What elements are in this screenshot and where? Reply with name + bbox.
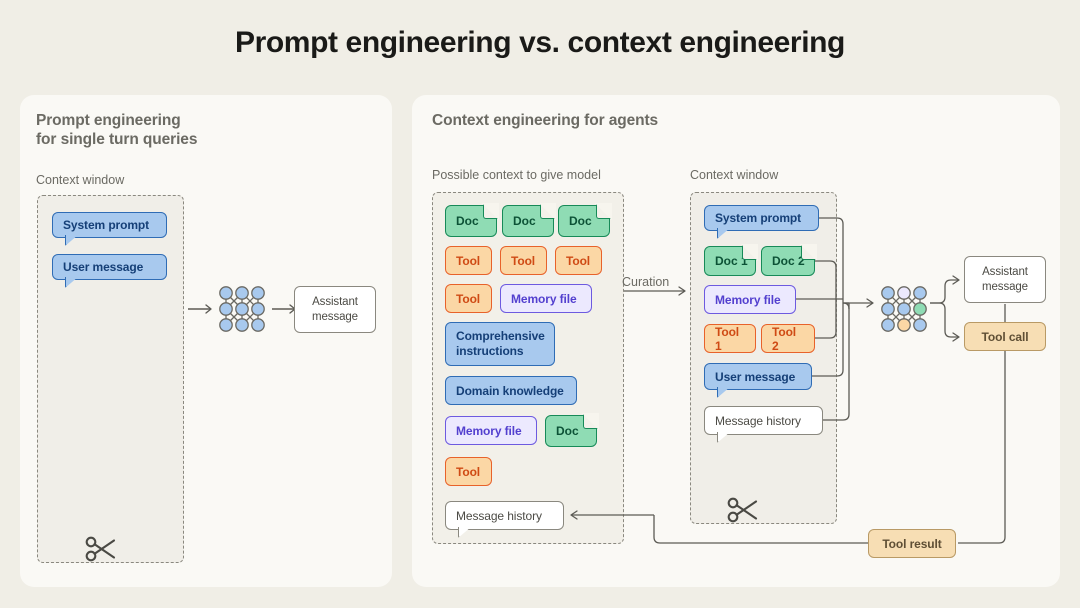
left-box-user-message[interactable]: User message	[52, 254, 167, 280]
ctx-item-doc-1[interactable]: Doc 1	[704, 243, 758, 276]
neural-network-icon	[878, 283, 930, 335]
ctx-item-memory-file-label: Memory file	[715, 292, 781, 307]
tool-result-box[interactable]: Tool result	[868, 529, 956, 558]
ctx-item-user-message-label: User message	[715, 369, 796, 384]
possible-item-tool-5[interactable]: Tool	[445, 457, 492, 486]
possible-context-window	[432, 192, 624, 544]
left-assistant-message-box[interactable]: Assistant message	[294, 286, 376, 333]
ctx-item-tool-1[interactable]: Tool 1	[704, 324, 756, 353]
ctx-item-user-message[interactable]: User message	[704, 363, 812, 390]
left-context-window-label: Context window	[36, 173, 125, 187]
left-panel-title: Prompt engineering for single turn queri…	[36, 112, 198, 148]
scissors-icon	[725, 493, 765, 532]
ctx-item-tool-2-label: Tool 2	[772, 324, 797, 353]
possible-context-label: Possible context to give model	[432, 168, 601, 182]
doc-fold-corner-icon	[538, 202, 556, 220]
possible-item-memory-file-2-label: Memory file	[456, 423, 522, 438]
right-assistant-message-box[interactable]: Assistant message	[964, 256, 1046, 303]
possible-item-tool-5-label: Tool	[456, 464, 481, 479]
doc-fold-corner-icon	[581, 412, 599, 430]
ctx-item-system-prompt-label: System prompt	[715, 211, 802, 225]
right-context-window-label: Context window	[690, 168, 779, 182]
possible-item-tool-3[interactable]: Tool	[555, 246, 602, 275]
doc-fold-corner-icon	[740, 243, 758, 261]
ctx-item-tool-1-label: Tool 1	[715, 324, 740, 353]
possible-item-message-history-label: Message history	[456, 508, 542, 523]
tool-result-label: Tool result	[882, 536, 942, 551]
possible-item-doc-3-label: Doc	[569, 214, 592, 228]
doc-fold-corner-icon	[594, 202, 612, 220]
possible-item-doc-4[interactable]: Doc	[545, 412, 599, 447]
ctx-item-system-prompt[interactable]: System prompt	[704, 205, 819, 231]
possible-item-domain-knowledge[interactable]: Domain knowledge	[445, 376, 577, 405]
possible-item-tool-4[interactable]: Tool	[445, 284, 492, 313]
possible-item-message-history[interactable]: Message history	[445, 501, 564, 530]
scissors-icon	[83, 532, 123, 571]
tool-call-box[interactable]: Tool call	[964, 322, 1046, 351]
ctx-item-message-history-label: Message history	[715, 413, 801, 428]
possible-item-doc-1-label: Doc	[456, 214, 479, 228]
prompt-engineering-panel: Prompt engineering for single turn queri…	[20, 95, 392, 587]
context-engineering-panel: Context engineering for agents Possible …	[412, 95, 1060, 587]
curation-label: Curation	[622, 275, 670, 289]
tool-call-label: Tool call	[981, 329, 1029, 344]
possible-item-tool-3-label: Tool	[566, 253, 591, 268]
possible-item-comprehensive-instructions[interactable]: Comprehensive instructions	[445, 322, 555, 366]
possible-item-tool-1-label: Tool	[456, 253, 481, 268]
possible-item-memory-file-2[interactable]: Memory file	[445, 416, 537, 445]
right-context-window	[690, 192, 837, 524]
possible-item-comprehensive-instructions-label: Comprehensive instructions	[456, 329, 545, 358]
page-title: Prompt engineering vs. context engineeri…	[235, 26, 845, 59]
possible-item-doc-3[interactable]: Doc	[558, 202, 612, 237]
possible-item-doc-2-label: Doc	[513, 214, 536, 228]
ctx-item-memory-file[interactable]: Memory file	[704, 285, 796, 314]
ctx-item-message-history[interactable]: Message history	[704, 406, 823, 435]
ctx-item-doc-2-label: Doc 2	[772, 254, 805, 268]
possible-item-tool-2[interactable]: Tool	[500, 246, 547, 275]
left-assistant-message-label: Assistant message	[312, 295, 358, 323]
left-context-window	[37, 195, 184, 563]
possible-item-memory-file-1[interactable]: Memory file	[500, 284, 592, 313]
ctx-item-doc-2[interactable]: Doc 2	[761, 243, 817, 276]
possible-item-domain-knowledge-label: Domain knowledge	[456, 383, 564, 398]
right-assistant-message-label: Assistant message	[982, 265, 1028, 293]
left-box-system-prompt[interactable]: System prompt	[52, 212, 167, 238]
neural-network-icon	[216, 283, 268, 335]
ctx-item-tool-2[interactable]: Tool 2	[761, 324, 815, 353]
left-box-user-message-label: User message	[63, 260, 144, 274]
doc-fold-corner-icon	[799, 243, 817, 261]
possible-item-doc-4-label: Doc	[556, 424, 579, 438]
possible-item-memory-file-1-label: Memory file	[511, 291, 577, 306]
right-panel-title: Context engineering for agents	[432, 112, 659, 129]
possible-item-doc-1[interactable]: Doc	[445, 202, 499, 237]
possible-item-tool-4-label: Tool	[456, 291, 481, 306]
doc-fold-corner-icon	[481, 202, 499, 220]
possible-item-tool-2-label: Tool	[511, 253, 536, 268]
possible-item-doc-2[interactable]: Doc	[502, 202, 556, 237]
possible-item-tool-1[interactable]: Tool	[445, 246, 492, 275]
ctx-item-doc-1-label: Doc 1	[715, 254, 748, 268]
left-box-system-prompt-label: System prompt	[63, 218, 150, 232]
